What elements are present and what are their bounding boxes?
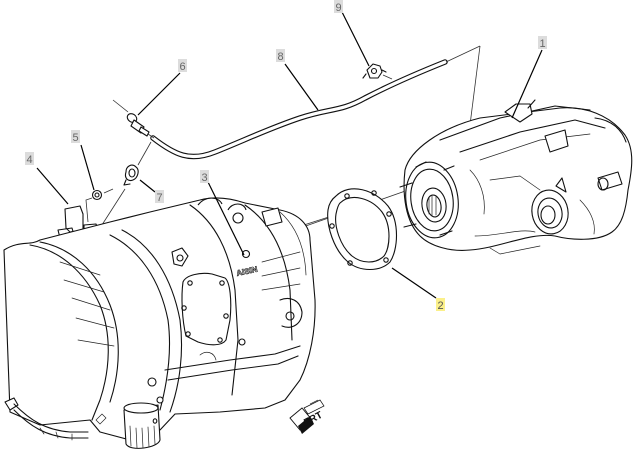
callout-leaders [36, 11, 543, 299]
callout-label: 2 [438, 300, 444, 312]
hose-clip[interactable] [362, 63, 393, 80]
front-direction-arrow-icon: FRT [289, 399, 325, 434]
transfer-case-gasket[interactable] [327, 188, 398, 271]
callout-2[interactable]: 2 [436, 298, 445, 312]
callout-label: 6 [180, 61, 186, 73]
transfer-case[interactable] [399, 99, 633, 255]
callout-9[interactable]: 9 [334, 0, 343, 14]
callout-7[interactable]: 7 [155, 190, 164, 204]
callout-3[interactable]: 3 [200, 170, 209, 184]
callout-label: 7 [157, 192, 163, 204]
nut[interactable] [85, 188, 114, 223]
vent-fitting[interactable] [112, 99, 155, 139]
callout-label: 4 [27, 154, 33, 166]
callout-label: 9 [336, 2, 342, 14]
callout-6[interactable]: 6 [178, 59, 187, 73]
callout-label: 1 [540, 38, 546, 50]
callout-label: 5 [73, 132, 79, 144]
callout-4[interactable]: 4 [25, 152, 34, 166]
hose-clamp[interactable] [99, 141, 152, 229]
transmission[interactable]: AISIN [3, 197, 316, 449]
callout-label: 3 [202, 172, 208, 184]
callout-1[interactable]: 1 [538, 36, 547, 50]
callout-8[interactable]: 8 [276, 49, 285, 63]
callout-5[interactable]: 5 [71, 130, 80, 144]
callout-label: 8 [278, 51, 284, 63]
vent-hose[interactable] [150, 45, 481, 160]
